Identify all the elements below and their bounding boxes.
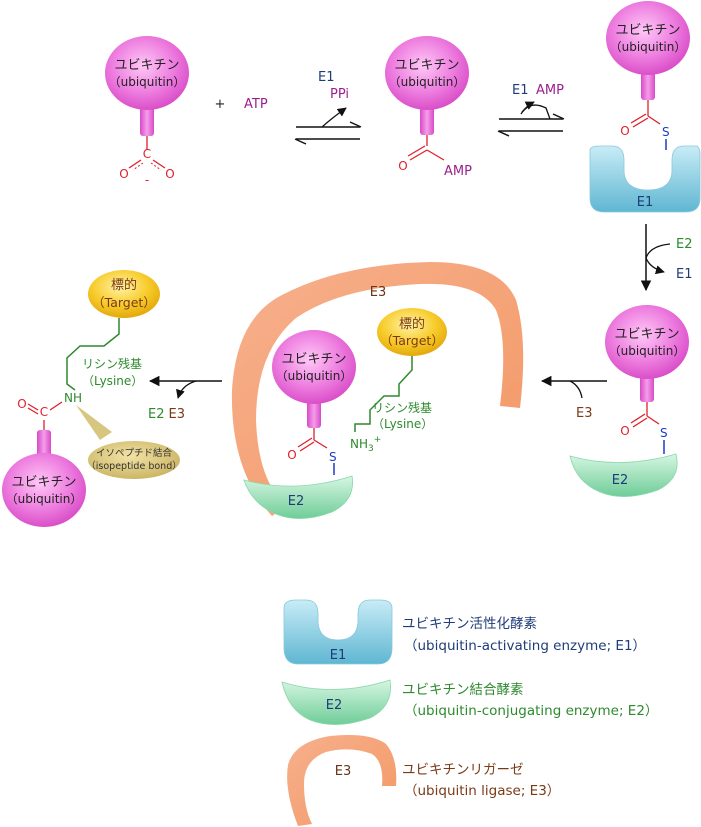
oxygen-label: O <box>287 448 296 462</box>
e1-out-label: E1 <box>676 267 693 282</box>
ubiquitin-name: ユビキチン <box>11 475 76 490</box>
oxygen-label: O <box>620 424 629 438</box>
oxygen-label: O <box>398 159 407 173</box>
ubiquitinated-target: 標的 （Target） リシン残基 （Lysine） NH C O ユビキチン … <box>2 270 182 527</box>
oxygen-right-label: O <box>165 167 174 181</box>
plus-sign: + <box>215 97 226 112</box>
legend-e3-name: ユビキチンリガーゼ <box>402 762 524 778</box>
ubiquitin-sub: （ubiquitin） <box>276 369 353 383</box>
nh3-label: NH3+ <box>350 435 381 454</box>
target-name: 標的 <box>399 316 425 332</box>
ubiquitin-amp: ユビキチン （ubiquitin） O AMP <box>385 36 472 179</box>
transfer-arrow-to-product <box>148 375 222 399</box>
e2-enzyme-shape <box>243 475 353 519</box>
ubiquitin-name: ユビキチン <box>614 327 679 342</box>
legend-e2-desc: （ubiquitin-conjugating enzyme; E2） <box>404 703 658 719</box>
e3-ligase-shape-main <box>231 262 524 516</box>
e2-enzyme-label: E2 <box>288 494 305 509</box>
legend-e2-label: E2 <box>326 698 343 713</box>
e2-enzyme-shape <box>569 453 678 497</box>
legend-e1-shape <box>283 599 393 665</box>
ubiquitin-name: ユビキチン <box>281 352 346 367</box>
legend-e2-name: ユビキチン結合酵素 <box>402 682 524 698</box>
ubiquitin-e2-complex: ユビキチン （ubiquitin） O S E2 <box>569 305 689 497</box>
e1-enzyme-shape <box>589 145 701 213</box>
transfer-arrow-e1-e2 <box>640 224 671 292</box>
lysine-sub: （Lysine） <box>82 374 143 388</box>
ubiquitin-sub: （ubiquitin） <box>609 344 686 358</box>
lysine-name: リシン残基 <box>82 357 142 371</box>
nh-label: NH <box>64 391 82 405</box>
ppi-label: PPi <box>330 87 349 102</box>
carbon-label: C <box>143 147 151 161</box>
target-name: 標的 <box>111 277 137 293</box>
ubiquitin-sub: （ubiquitin） <box>389 75 466 89</box>
e2-enzyme-label: E2 <box>612 473 629 488</box>
target-sub: （Target） <box>92 295 156 310</box>
ubiquitin-e2-e3-complex: ユビキチン （ubiquitin） O S E2 <box>243 330 356 519</box>
e1-label-step1: E1 <box>318 70 335 85</box>
minus-charge: - <box>145 173 149 187</box>
legend-e1-name: ユビキチン活性化酵素 <box>402 616 537 632</box>
legend-e1-label: E1 <box>330 648 347 663</box>
amp-bound-label: AMP <box>444 164 472 179</box>
oxygen-left-label: O <box>119 167 128 181</box>
legend-e1-desc: （ubiquitin-activating enzyme; E1） <box>404 638 646 654</box>
ubiquitin-name: ユビキチン <box>114 58 179 73</box>
carbon-label: C <box>40 405 48 419</box>
e3-ligase-label: E3 <box>370 285 387 300</box>
ubiquitin-sub: （ubiquitin） <box>610 40 687 54</box>
isopeptide-name: イソペプチド結合 <box>96 447 173 459</box>
oxygen-label: O <box>17 397 26 411</box>
target-sub: （Target） <box>380 333 444 348</box>
legend-e3-label: E3 <box>335 764 352 779</box>
transfer-arrow-to-e3 <box>540 375 607 399</box>
equilibrium-arrow-1 <box>294 107 362 145</box>
sulfur-label: S <box>660 426 668 440</box>
ubiquitin-e1-complex: ユビキチン （ubiquitin） O S E1 <box>589 1 701 213</box>
ubiquitin-free: ユビキチン （ubiquitin） C O O - <box>105 36 189 187</box>
e1-enzyme-label: E1 <box>637 195 654 210</box>
oxygen-label: O <box>620 124 629 138</box>
legend-e2-shape <box>281 679 391 725</box>
ubiquitin-sub: （ubiquitin） <box>109 75 186 89</box>
target-middle: 標的 （Target） リシン残基 （Lysine） NH3+ <box>350 308 447 454</box>
legend: E1 ユビキチン活性化酵素 （ubiquitin-activating enzy… <box>281 599 658 826</box>
e2-in-label: E2 <box>676 237 693 252</box>
lysine-name: リシン残基 <box>372 401 432 415</box>
lysine-sub: （Lysine） <box>372 417 433 431</box>
legend-e3-shape <box>287 735 397 826</box>
ubiquitin-sub: （ubiquitin） <box>6 492 83 506</box>
sulfur-label: S <box>329 450 337 464</box>
isopeptide-sub: （isopeptide bond） <box>86 460 181 472</box>
sulfur-label: S <box>662 125 670 139</box>
atp-label: ATP <box>244 97 268 112</box>
ubiquitin-name: ユビキチン <box>615 23 680 38</box>
equilibrium-arrow-2 <box>497 101 565 137</box>
ubiquitin-name: ユビキチン <box>394 58 459 73</box>
e1-label-step2: E1 <box>512 83 529 98</box>
legend-e3-desc: （ubiquitin ligase; E3） <box>404 783 560 799</box>
amp-label: AMP <box>536 83 564 98</box>
e3-in-label: E3 <box>576 406 593 421</box>
